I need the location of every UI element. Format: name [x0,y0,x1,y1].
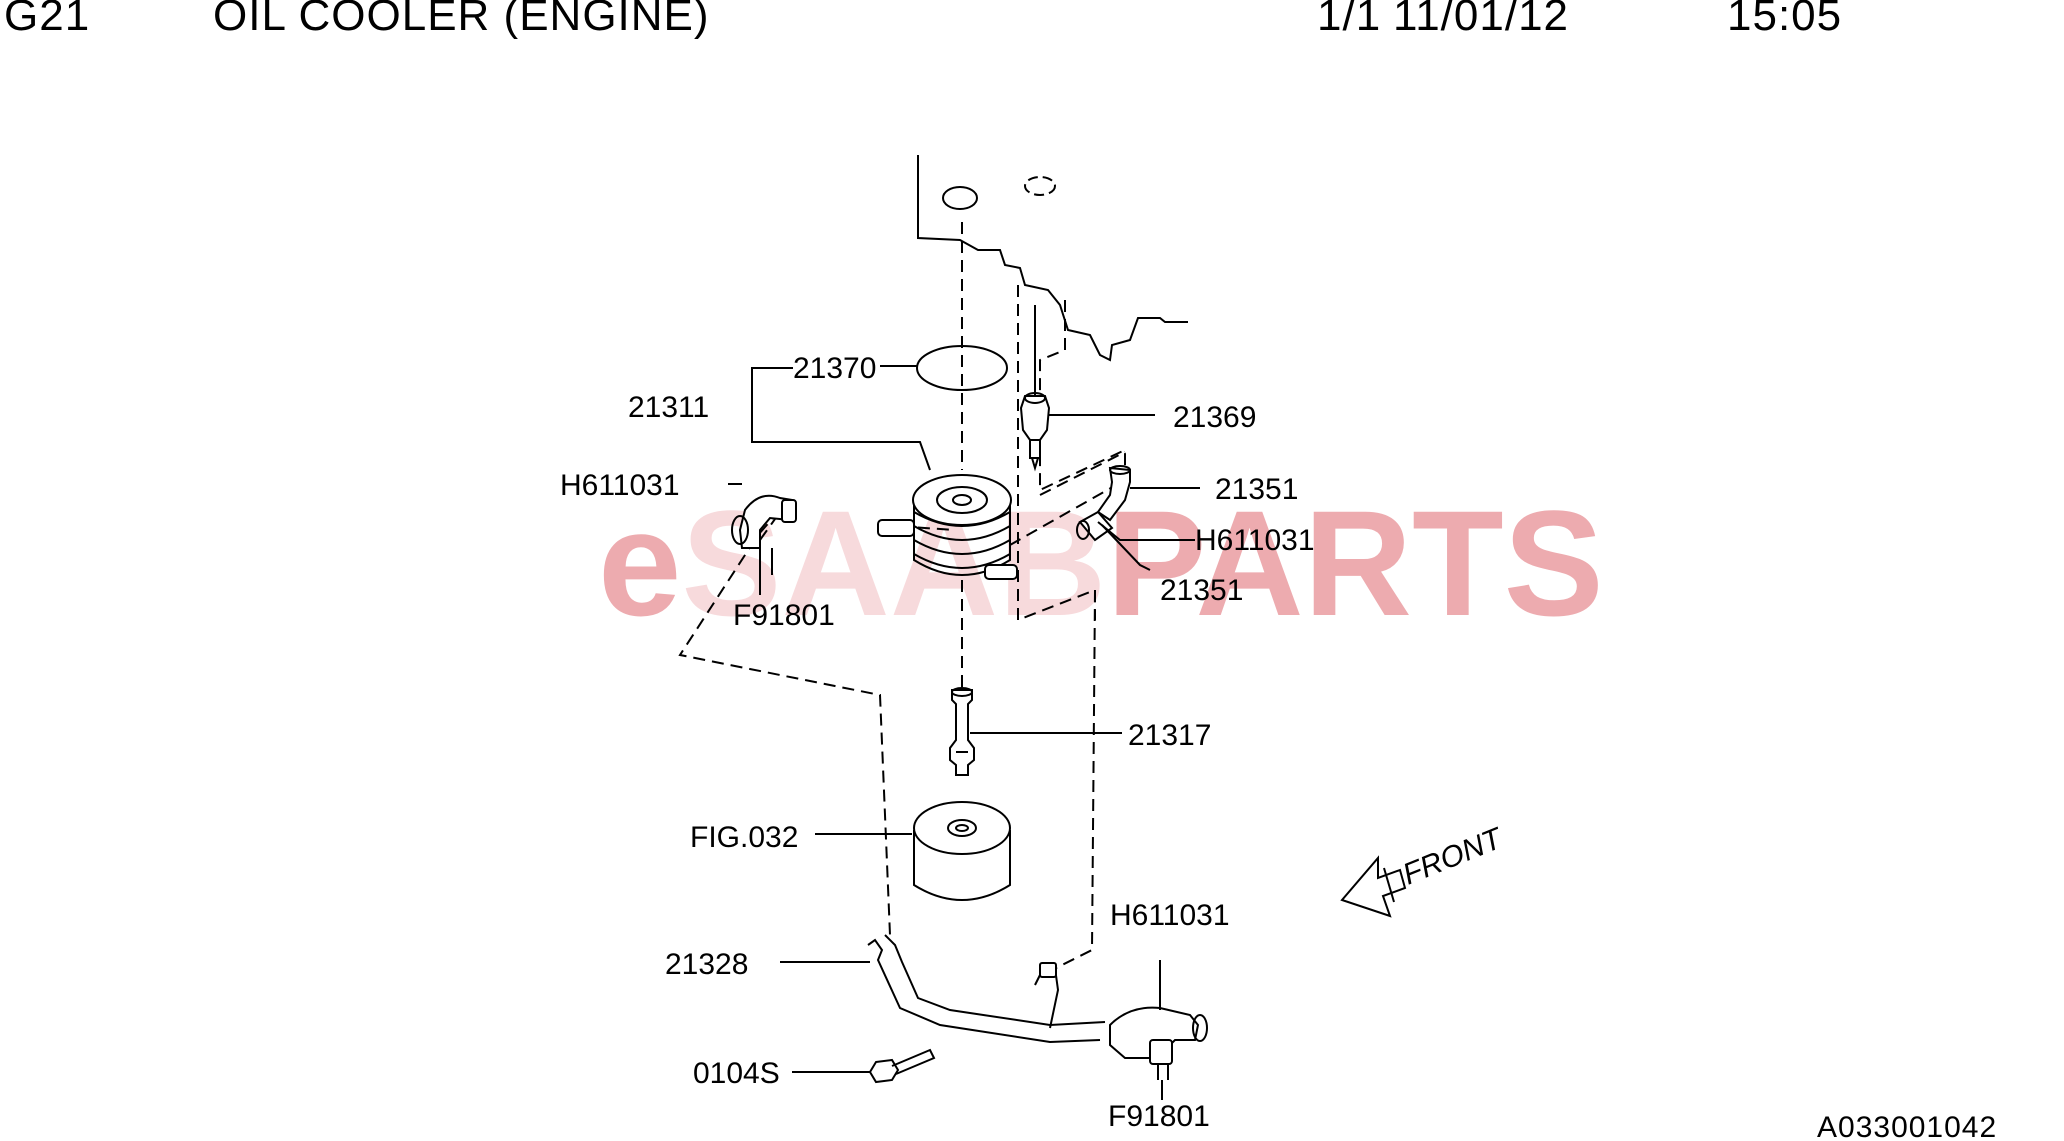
pipe-21328 [867,934,1106,1044]
reference-number: A033001042 [1817,1111,1997,1141]
callout-h611031-bottom: H611031 [1110,899,1230,932]
diagram-title: OIL COOLER (ENGINE) [213,0,710,40]
hose-bottom [1109,1006,1208,1080]
oil-filter-fig032 [913,801,1011,901]
callout-21311: 21311 [628,391,709,424]
union-21351-lower [1076,510,1114,542]
center-bolt-21317 [949,687,975,776]
leader-lines [728,365,1200,1100]
callout-h611031-left: H611031 [560,469,680,502]
engine-block-outline [917,155,1188,362]
front-label: FRONT [1398,821,1509,891]
connector-21369 [1019,305,1051,472]
front-arrow: FRONT [1340,821,1509,918]
union-21351-upper [1096,465,1131,522]
callout-21369: 21369 [1173,401,1256,434]
callout-21317: 21317 [1128,719,1211,752]
callout-0104s: 0104S [693,1057,780,1090]
callout-21351-upper: 21351 [1215,473,1298,506]
print-time: 15:05 [1727,0,1843,40]
callout-f91801-left: F91801 [733,599,835,632]
callout-21351-lower: 21351 [1160,574,1243,607]
watermark-suffix: PARTS [1106,479,1603,647]
watermark-prefix: e [598,479,681,647]
callout-h611031-right: H611031 [1195,524,1315,557]
diagram-code: G21 [4,0,91,40]
hose-left [731,494,797,575]
callout-f91801-bottom: F91801 [1108,1100,1210,1133]
callout-21328: 21328 [665,948,748,981]
oil-cooler-21311 [877,474,1018,580]
callout-fig032: FIG.032 [690,821,798,854]
callout-21370: 21370 [793,352,876,385]
o-ring-21370 [916,345,1008,391]
print-date: 11/01/12 [1393,0,1570,40]
page-number: 1/1 [1317,0,1382,40]
bolt-0104S [868,1048,936,1084]
